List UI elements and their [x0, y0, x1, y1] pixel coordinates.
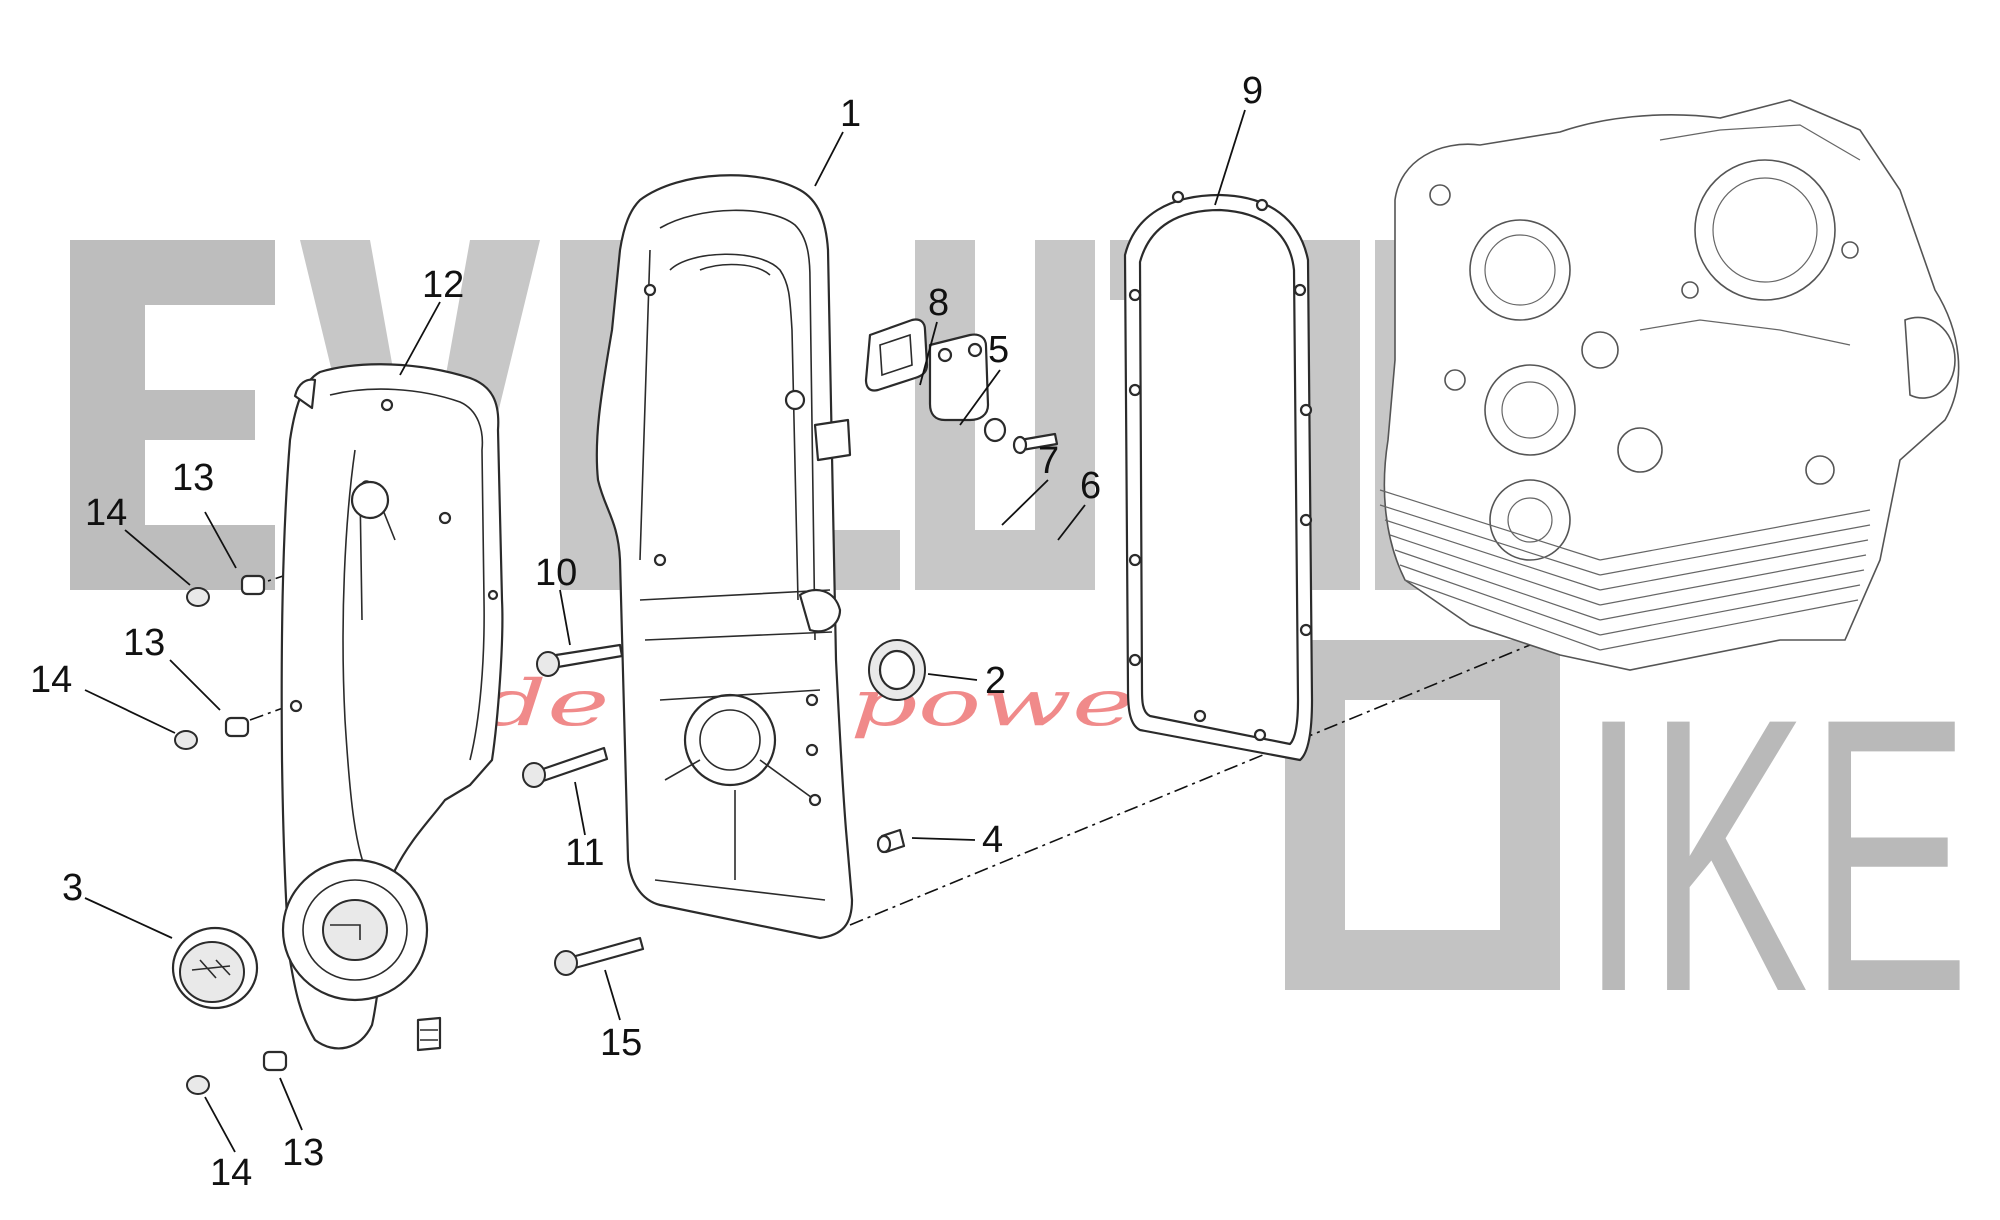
callout-13b: 13: [123, 622, 165, 664]
callout-13c: 13: [282, 1132, 324, 1174]
part-14c-screw: [186, 1075, 210, 1095]
part-9-gasket: [1123, 190, 1314, 762]
watermark-letter-b: [1285, 640, 1560, 990]
part-11-screw: [538, 746, 609, 783]
small-parts: [171, 318, 1059, 1095]
callout-3: 3: [62, 867, 83, 909]
callout-14a: 14: [85, 492, 127, 534]
callout-13a: 13: [172, 457, 214, 499]
part-14a-screw: [186, 587, 210, 607]
callout-11: 11: [565, 832, 604, 874]
callout-6: 6: [1080, 465, 1101, 507]
callout-9: 9: [1242, 70, 1263, 112]
part-13a-spacer: [240, 574, 266, 596]
watermark-letter-v: [300, 240, 540, 590]
callout-1: 1: [840, 93, 861, 135]
part-15-screw: [570, 936, 645, 970]
part-12-outer-cover: [280, 363, 504, 1052]
callout-14c: 14: [210, 1152, 252, 1194]
part-7-plug: [983, 417, 1007, 443]
callout-14b: 14: [30, 659, 72, 701]
callout-5: 5: [988, 329, 1009, 371]
watermark-letter-i: [1300, 240, 1360, 590]
callout-8: 8: [928, 282, 949, 324]
watermark-letter-u: [915, 240, 1095, 590]
part-1-inner-case: [595, 174, 854, 940]
callout-labels: 1 2 3 4 5 6 7 8 9 10 11 12 13 13 13 14 1…: [30, 70, 1263, 1194]
part-14b-screw: [174, 730, 198, 750]
callout-2: 2: [985, 660, 1006, 702]
engine-block: [1379, 99, 1960, 671]
leader-lines: [84, 109, 1246, 1153]
callout-12: 12: [422, 264, 464, 306]
callout-4: 4: [982, 819, 1003, 861]
callout-15: 15: [600, 1022, 642, 1064]
watermark-letter-e: [70, 240, 275, 590]
part-13c-spacer: [262, 1050, 288, 1072]
part-3-cap: [171, 926, 259, 1010]
callout-7: 7: [1038, 440, 1059, 482]
part-13b-spacer: [224, 716, 250, 738]
watermark-ike: IKE: [1580, 637, 1970, 1073]
callout-10: 10: [535, 552, 577, 594]
part-10-screw: [554, 643, 624, 669]
